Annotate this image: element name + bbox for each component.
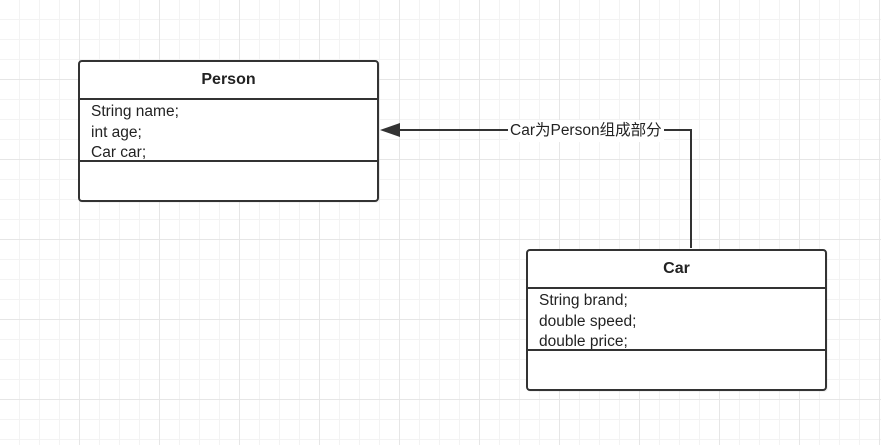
class-car[interactable]: Car String brand; double speed; double p… — [526, 249, 827, 391]
attributes-section: String name; int age; Car car; — [80, 100, 377, 162]
class-name: Person — [80, 62, 377, 100]
attribute: String brand; — [539, 292, 628, 309]
class-person[interactable]: Person String name; int age; Car car; — [78, 60, 379, 202]
methods-section — [80, 162, 377, 200]
connector-arrowhead — [380, 123, 400, 137]
class-name: Car — [528, 251, 825, 289]
relationship-label[interactable]: Car为Person组成部分 — [508, 120, 664, 142]
attributes-section: String brand; double speed; double price… — [528, 289, 825, 351]
attribute: int age; — [91, 123, 142, 141]
attribute: String name; — [91, 103, 179, 120]
methods-section — [528, 351, 825, 389]
connector-line[interactable] — [400, 129, 692, 248]
attribute: Car car; — [91, 144, 147, 161]
attribute: double speed; — [539, 312, 637, 330]
attribute: double price; — [539, 333, 628, 350]
